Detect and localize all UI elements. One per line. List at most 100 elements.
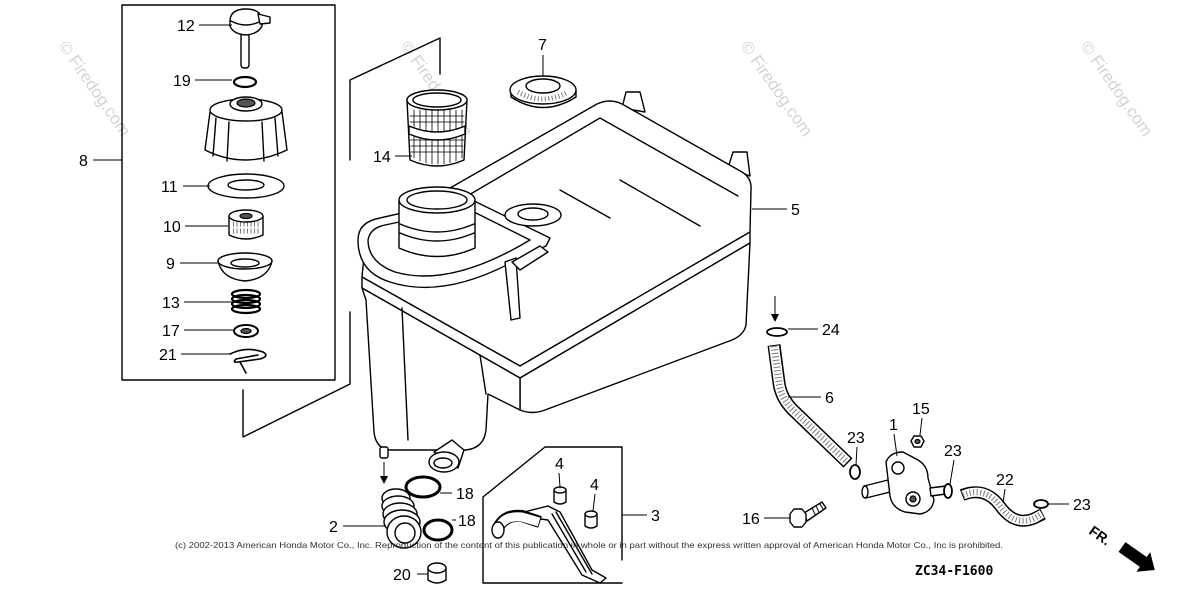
o-ring-18b — [422, 518, 454, 542]
callout-10: 10 — [163, 219, 181, 236]
part-3-bracket — [482, 446, 623, 584]
tank-filler-neck — [398, 186, 476, 258]
collar-body — [553, 489, 567, 505]
knob-tab — [257, 13, 271, 25]
seal-cup-9 — [217, 252, 273, 282]
spring-coil — [230, 293, 262, 305]
tube-fill — [769, 345, 851, 466]
knob-top-edge — [230, 20, 262, 26]
bracket-plate — [511, 505, 607, 584]
tube-clip-24 — [766, 327, 788, 337]
leader-lines — [93, 24, 1069, 575]
tank-gauge-bore — [517, 207, 549, 221]
copyright-notice: (c) 2002-2013 American Honda Motor Co., … — [175, 540, 1003, 550]
bracket-hose-end — [491, 521, 505, 539]
tank-drain-peg — [379, 446, 389, 459]
cap-assembly — [204, 8, 288, 374]
clip-21 — [229, 348, 267, 374]
leader-line-15 — [919, 417, 923, 436]
valve-inlet-end — [861, 485, 869, 499]
nut-15 — [910, 435, 925, 448]
cap-20-top — [427, 562, 447, 574]
callout-3: 3 — [651, 508, 660, 525]
drain-cap-20 — [427, 562, 447, 584]
callout-1: 1 — [889, 417, 898, 434]
leader-line-4b — [592, 493, 596, 512]
tank-top-face — [361, 100, 752, 367]
callout-5: 5 — [791, 202, 800, 219]
o-ring-19 — [232, 75, 258, 89]
tray-inner-edge — [367, 207, 531, 277]
cap-bracket-bottom — [242, 311, 351, 438]
knob-head — [229, 8, 263, 36]
callout-labels: 12 19 8 11 10 9 13 17 21 14 7 5 24 6 15 … — [79, 18, 1091, 584]
seal-inner — [230, 258, 260, 268]
washer-17-hole — [240, 327, 252, 335]
fuel-valve-1 — [861, 451, 947, 515]
callout-13: 13 — [162, 295, 180, 312]
direction-arrows — [380, 296, 779, 484]
callout-17: 17 — [162, 323, 180, 340]
filter-bracket-3 — [491, 505, 607, 584]
front-arrow-icon — [1118, 542, 1155, 572]
fuel-tank-5 — [357, 91, 752, 473]
tube-clip-23b — [943, 483, 953, 499]
tank-sump — [361, 287, 521, 451]
tank-sump-fold — [401, 307, 487, 441]
collar-4a — [553, 486, 567, 505]
spring-13 — [230, 288, 262, 315]
tank-side-right — [519, 242, 751, 414]
strainer-14 — [406, 89, 468, 167]
collar-body — [584, 513, 598, 529]
front-direction-marker: FR. — [1086, 522, 1155, 572]
watermark: © Firedog.com — [1077, 37, 1157, 139]
callout-4b: 4 — [590, 477, 599, 494]
gasket-11-hole — [227, 179, 265, 191]
fuel-joint-2 — [381, 488, 422, 549]
callout-24: 24 — [822, 322, 840, 339]
callout-15: 15 — [912, 401, 930, 418]
diagram-code: ZC34-F1600 — [915, 564, 993, 579]
callout-14: 14 — [373, 149, 391, 166]
leader-line-4a — [558, 472, 561, 488]
callout-16: 16 — [742, 511, 760, 528]
leader-line-1 — [893, 433, 898, 457]
callout-6: 6 — [825, 390, 834, 407]
o-ring-18a — [404, 475, 442, 499]
filler-neck-opening — [406, 190, 468, 210]
callout-23b: 23 — [944, 443, 962, 460]
callout-9: 9 — [166, 256, 175, 273]
foam-filter-10 — [228, 209, 264, 240]
callout-4a: 4 — [555, 456, 564, 473]
callout-7: 7 — [538, 37, 547, 54]
callout-2: 2 — [329, 519, 338, 536]
collar-top — [553, 486, 567, 494]
bolt-threads — [811, 503, 824, 515]
tank-outlet-nipple — [428, 439, 465, 473]
cap-assembly-bracket — [121, 4, 336, 381]
callout-22: 22 — [996, 472, 1014, 489]
spring-coil — [230, 298, 262, 310]
tray-tab — [504, 257, 521, 321]
callout-21: 21 — [159, 347, 177, 364]
spring-coil — [230, 288, 262, 300]
cap-body — [204, 111, 288, 161]
valve-lever-pin — [909, 495, 917, 503]
collar-4b — [584, 510, 598, 529]
fuel-cap — [204, 96, 288, 162]
valve-mount-hole — [891, 461, 905, 475]
bolt-shaft — [803, 501, 827, 522]
grommet-7 — [509, 75, 577, 109]
collar-top — [584, 510, 598, 518]
callout-18b: 18 — [458, 513, 476, 530]
callout-20: 20 — [393, 567, 411, 584]
bolt-head — [789, 508, 807, 528]
callout-11: 11 — [161, 179, 178, 196]
strainer-opening — [412, 92, 462, 108]
tank-top-ridge — [559, 179, 701, 227]
strainer-band — [408, 125, 466, 141]
outlet-bore — [433, 457, 453, 469]
leader-line-23a — [855, 446, 858, 466]
clip-arrow-head — [771, 314, 779, 322]
